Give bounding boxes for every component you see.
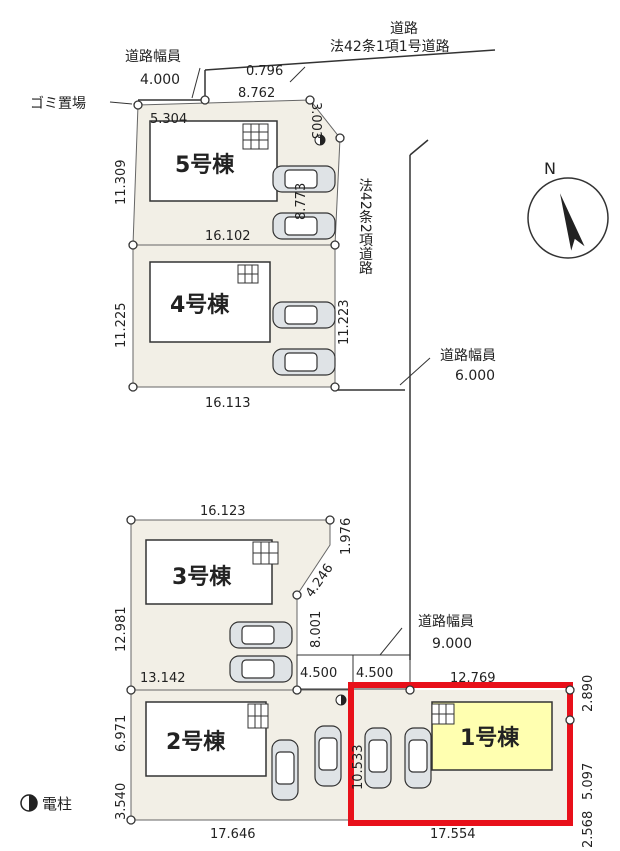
building-4-label: 4号棟 xyxy=(170,292,230,318)
road-low-width-value: 9.000 xyxy=(432,636,472,652)
north-arrow-icon: N xyxy=(527,159,609,259)
road-lines xyxy=(138,49,496,660)
dimension-label: 1.976 xyxy=(339,518,354,555)
road-top-width-value: 4.000 xyxy=(140,72,180,88)
car-icon xyxy=(272,212,336,240)
boundary-points xyxy=(126,95,575,825)
stairs-icon xyxy=(247,703,269,729)
highlight-frame xyxy=(348,682,573,826)
car-icons xyxy=(229,165,432,801)
dimension-label: 3.003 xyxy=(308,102,323,139)
utility-pole-icon xyxy=(314,134,326,146)
car-icon xyxy=(404,727,432,789)
road-top-width-label: 道路幅員 xyxy=(125,49,181,65)
legend-pole-label: 電柱 xyxy=(42,795,72,813)
dimension-label: 4.500 xyxy=(356,666,393,681)
dimension-label: 5.304 xyxy=(150,112,187,127)
car-icon xyxy=(271,739,299,801)
building-5-label: 5号棟 xyxy=(175,152,235,178)
dimension-label: 12.981 xyxy=(114,607,129,653)
dimension-label: 16.102 xyxy=(205,229,251,244)
dimension-label: 2.568 xyxy=(581,811,596,848)
car-icon xyxy=(364,727,392,789)
dimension-label: 4.500 xyxy=(300,666,337,681)
dimension-label: 16.123 xyxy=(200,504,246,519)
car-icon xyxy=(314,725,342,787)
stairs-icon xyxy=(252,541,279,565)
leader-lines xyxy=(109,66,431,656)
dimension-label: 3.540 xyxy=(114,783,129,820)
dimension-label: 13.142 xyxy=(140,671,186,686)
dimension-label: 11.223 xyxy=(337,300,352,346)
road-mid-width-value: 6.000 xyxy=(455,368,495,384)
dimension-label: 12.769 xyxy=(450,671,496,686)
dimension-label: 2.890 xyxy=(581,675,596,712)
stairs-icon xyxy=(237,264,259,284)
car-icon xyxy=(272,165,336,193)
road-side-label: 法42条2項道路 xyxy=(357,178,373,275)
car-icon xyxy=(229,655,293,683)
utility-pole-icon xyxy=(335,694,347,706)
dimension-label: 11.309 xyxy=(114,160,129,206)
dimension-label: 10.533 xyxy=(351,745,366,791)
car-icon xyxy=(229,621,293,649)
dimension-label: 8.773 xyxy=(294,183,309,220)
building-1-label: 1号棟 xyxy=(460,725,520,751)
road-main-type: 法42条1項1号道路 xyxy=(330,38,450,55)
stairs-icon xyxy=(431,703,455,725)
dimension-label: 17.646 xyxy=(210,827,256,842)
north-label: N xyxy=(544,159,556,178)
dimension-label: 17.554 xyxy=(430,827,476,842)
road-main-title: 道路 xyxy=(390,21,418,37)
car-icon xyxy=(272,348,336,376)
building-3-label: 3号棟 xyxy=(172,564,232,590)
dimension-label: 0.796 xyxy=(246,64,283,79)
road-low-width-label: 道路幅員 xyxy=(418,614,474,630)
stairs-icon xyxy=(242,123,269,150)
dimension-label: 8.762 xyxy=(238,86,275,101)
dimension-label: 11.225 xyxy=(114,303,129,349)
legend: 電柱 xyxy=(20,794,72,813)
lot-2: 4号棟 2号棟 xyxy=(130,689,352,821)
dimension-label: 5.097 xyxy=(581,763,596,800)
building-2-label: 2号棟 xyxy=(166,729,226,755)
road-mid-width-label: 道路幅員 xyxy=(440,348,496,364)
dimension-label: 8.001 xyxy=(309,611,324,648)
trash-area-label: ゴミ置場 xyxy=(30,95,86,112)
car-icon xyxy=(272,301,336,329)
dimension-label: 6.971 xyxy=(114,715,129,752)
dimension-label: 16.113 xyxy=(205,396,251,411)
lot-5: 5号棟 xyxy=(132,99,341,246)
